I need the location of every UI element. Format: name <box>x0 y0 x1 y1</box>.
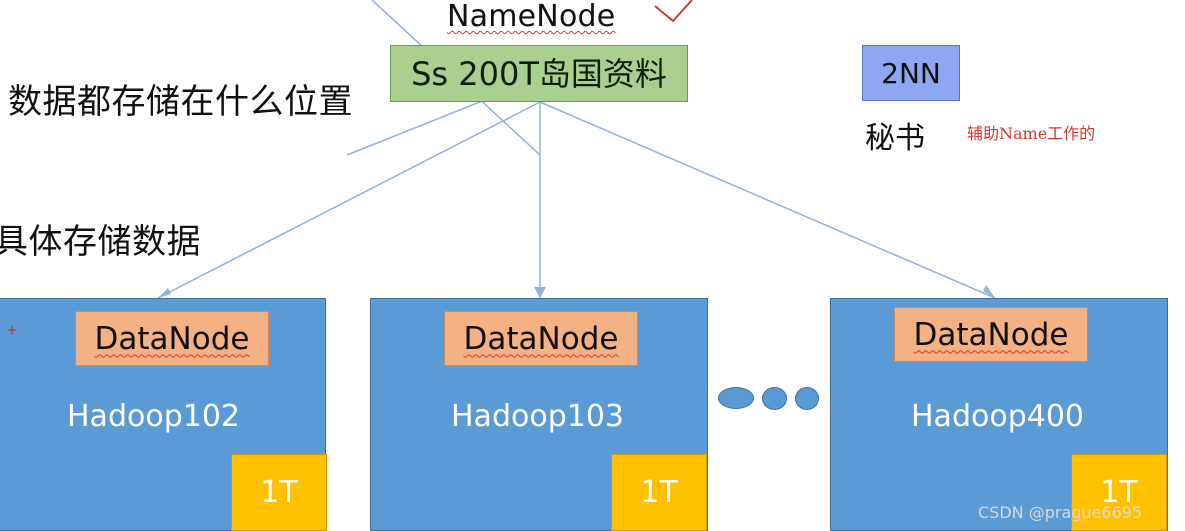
capacity-box: 1T <box>611 454 707 531</box>
ellipsis-dot <box>762 387 787 410</box>
host-label: Hadoop400 <box>911 399 1084 434</box>
cursor-plus-icon: + <box>7 323 18 337</box>
datanode-label: DataNode <box>463 320 619 357</box>
capacity-box: 1T <box>1071 454 1167 531</box>
watermark: CSDN @prague6695 <box>978 503 1143 522</box>
namenode-title: NameNode <box>447 0 616 34</box>
arrowhead-hadoop400 <box>983 285 995 298</box>
connector-hadoop102 <box>157 101 541 299</box>
secondary-label: 秘书 <box>865 121 925 156</box>
capacity-label: 1T <box>640 474 678 510</box>
secondary-node-box: 2NN <box>862 45 960 101</box>
hadoop102-node-card: DataNode Hadoop102 1T <box>0 298 327 531</box>
datanode-box: DataNode <box>894 307 1088 362</box>
secondary-node-text: 2NN <box>881 56 941 90</box>
hadoop400-node-card: DataNode Hadoop400 1T <box>830 298 1168 531</box>
namenode-storage-box: Ss 200T岛国资料 <box>390 45 688 102</box>
ellipsis-dot <box>718 387 754 409</box>
datanode-box: DataNode <box>75 311 269 366</box>
storage-detail-label: 具体存储数据 <box>0 222 201 262</box>
arrowhead-hadoop102 <box>158 288 171 298</box>
namenode-storage-text: Ss 200T岛国资料 <box>411 54 667 93</box>
host-label: Hadoop103 <box>451 399 624 434</box>
hadoop103-node-card: DataNode Hadoop103 1T <box>370 298 708 531</box>
capacity-box: 1T <box>231 454 327 531</box>
arrowhead-hadoop103 <box>534 287 546 298</box>
secondary-note: 辅助Name工作的 <box>967 124 1096 143</box>
connector-hadoop400 <box>539 101 996 299</box>
capacity-label: 1T <box>260 474 298 510</box>
host-label: Hadoop102 <box>67 399 240 434</box>
storage-question-label: 数据都存储在什么位置 <box>8 82 353 122</box>
check-icon <box>654 0 693 23</box>
ellipsis-dot <box>795 387 819 410</box>
datanode-box: DataNode <box>444 311 638 366</box>
datanode-label: DataNode <box>94 320 250 357</box>
capacity-label: 1T <box>1100 474 1138 510</box>
datanode-label: DataNode <box>913 316 1069 353</box>
